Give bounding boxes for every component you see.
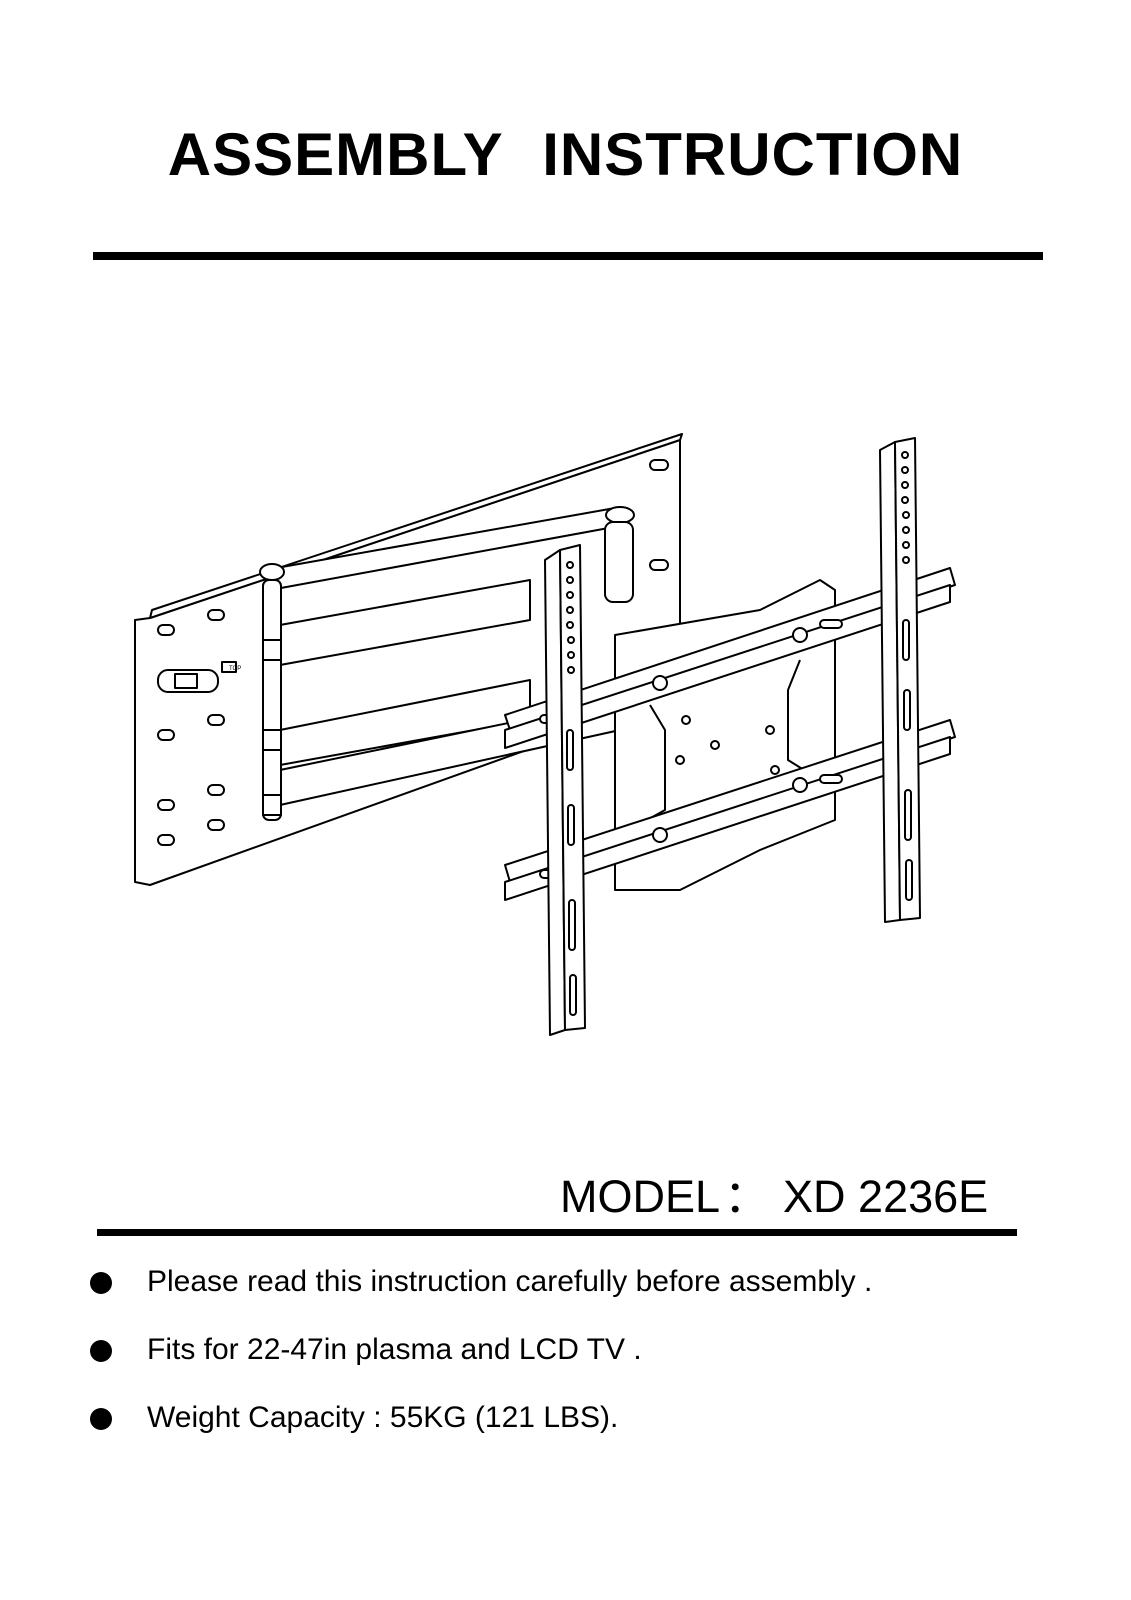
right-vertical-bracket xyxy=(879,437,921,923)
model-number: XD 2236E xyxy=(783,1171,989,1222)
note-text: Please read this instruction carefully b… xyxy=(147,1265,873,1298)
bullet-icon xyxy=(90,1340,112,1362)
document-title: ASSEMBLY INSTRUCTION xyxy=(167,121,964,188)
note-item: Weight Capacity : 55KG (121 LBS). xyxy=(90,1398,1050,1466)
note-item: Please read this instruction carefully b… xyxy=(90,1262,1050,1330)
horizontal-rails xyxy=(504,567,956,901)
wall-plate xyxy=(134,433,683,886)
middle-divider xyxy=(97,1229,1017,1236)
top-divider xyxy=(93,252,1043,260)
top-marker-label: TOP xyxy=(229,666,241,672)
note-item: Fits for 22-47in plasma and LCD TV . xyxy=(90,1330,1050,1398)
tv-mount-illustration: TOP xyxy=(134,433,956,1036)
model-label: MODEL xyxy=(560,1171,721,1222)
model-separator: ： xyxy=(724,1171,770,1222)
bullet-icon xyxy=(90,1408,112,1430)
note-text: Weight Capacity : 55KG (121 LBS). xyxy=(147,1401,619,1434)
notes-list: Please read this instruction carefully b… xyxy=(90,1262,1050,1466)
left-vertical-bracket xyxy=(544,544,586,1036)
bullet-icon xyxy=(90,1272,112,1294)
model-line: MODEL： XD 2236E xyxy=(560,1160,988,1225)
note-text: Fits for 22-47in plasma and LCD TV . xyxy=(147,1333,642,1366)
